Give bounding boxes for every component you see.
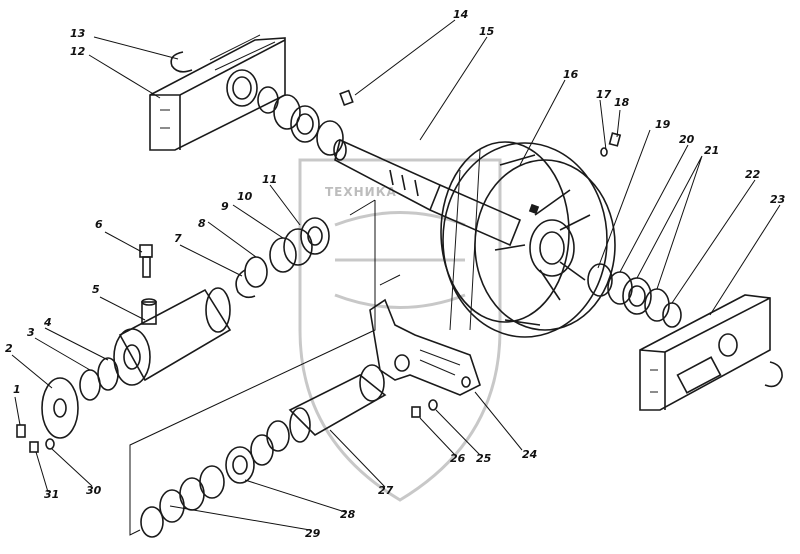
callout-10: 10 [237, 190, 253, 203]
flange-assembly [41, 357, 119, 439]
callout-labels: 13 12 14 15 16 17 18 19 20 21 22 23 11 1… [5, 8, 786, 540]
assembly-axis-lines [129, 199, 401, 536]
callout-26: 26 [450, 452, 466, 465]
callout-30: 30 [86, 484, 102, 497]
snap-ring-22 [764, 361, 783, 388]
callout-24: 24 [522, 448, 537, 461]
fasteners-left [16, 424, 55, 453]
bolt-26 [411, 399, 438, 418]
axle-shaft [333, 138, 522, 247]
callout-22: 22 [745, 168, 761, 181]
right-shaft-seals [587, 263, 682, 328]
callout-8: 8 [198, 217, 206, 230]
callout-12: 12 [70, 45, 86, 58]
callout-14: 14 [453, 8, 468, 21]
leader-lines [11, 19, 781, 531]
bolt-6 [139, 244, 153, 278]
bracket-24 [369, 298, 481, 396]
upper-shaft-seals [257, 86, 344, 156]
callout-2: 2 [5, 342, 13, 355]
callout-3: 3 [27, 326, 35, 339]
callout-6: 6 [95, 218, 103, 231]
callout-9: 9 [221, 200, 229, 213]
callout-27: 27 [378, 484, 394, 497]
lower-shaft-27 [288, 364, 387, 443]
callout-5: 5 [92, 283, 100, 296]
cylinder-5 [113, 287, 232, 386]
watermark: ТЕХНИКА [298, 158, 502, 502]
callout-29: 29 [305, 527, 321, 540]
callout-25: 25 [476, 452, 492, 465]
plug-14 [339, 89, 354, 107]
callout-16: 16 [563, 68, 579, 81]
callout-28: 28 [340, 508, 356, 521]
snap-ring-13 [170, 51, 193, 73]
callout-15: 15 [479, 25, 495, 38]
callout-23: 23 [770, 193, 786, 206]
left-housing-block [149, 34, 286, 151]
small-parts-17-18 [600, 132, 622, 157]
callout-11: 11 [262, 173, 277, 186]
callout-21: 21 [704, 144, 719, 157]
ring-stack-7-11 [235, 217, 330, 299]
right-housing-block [639, 294, 771, 411]
callout-13: 13 [70, 27, 86, 40]
callout-4: 4 [43, 316, 52, 329]
callout-19: 19 [655, 118, 671, 131]
callout-18: 18 [614, 96, 630, 109]
callout-17: 17 [596, 88, 612, 101]
callout-1: 1 [13, 383, 21, 396]
callout-31: 31 [44, 488, 59, 501]
watermark-text: ТЕХНИКА [325, 185, 397, 199]
callout-7: 7 [174, 232, 182, 245]
callout-20: 20 [679, 133, 695, 146]
idler-wheel [440, 141, 616, 338]
lower-rings [140, 420, 290, 538]
